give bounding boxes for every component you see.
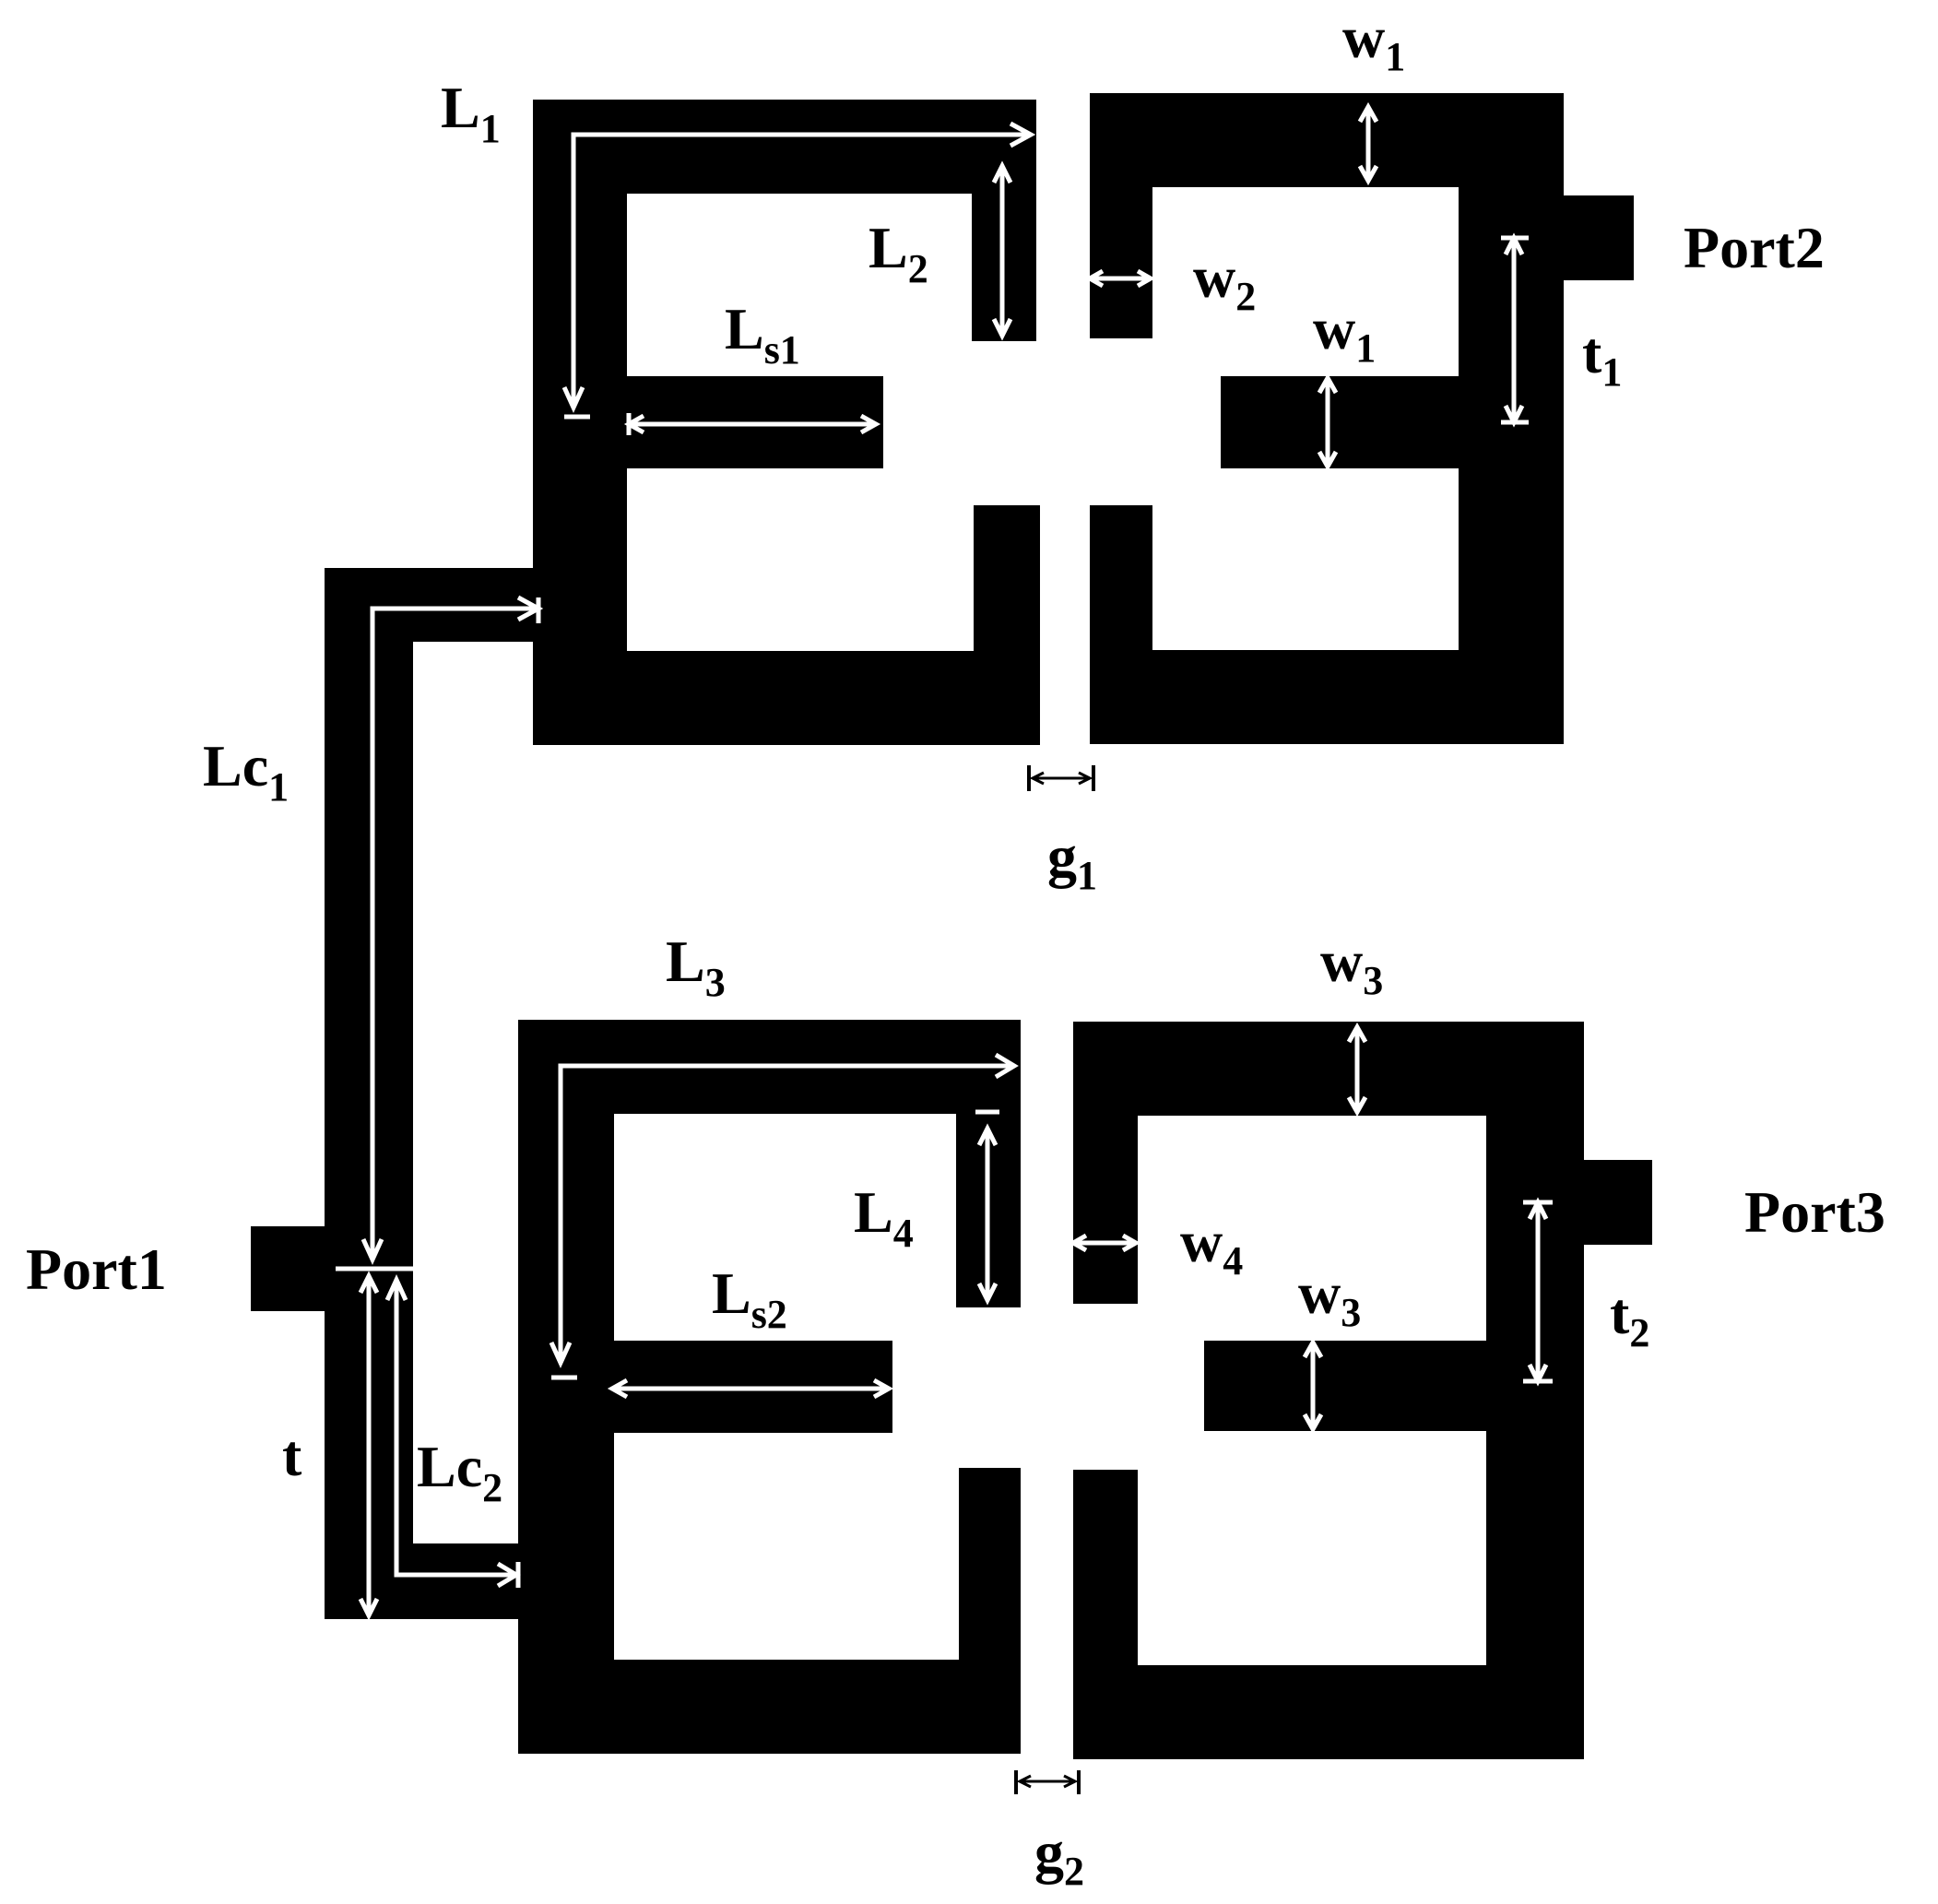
dimension-lc2 — [384, 1273, 521, 1589]
label-l3: L3 — [666, 928, 726, 1005]
dimension-l4 — [975, 1109, 999, 1306]
upper-left-bottom-arm — [533, 651, 1040, 745]
label-w1-mid: w1 — [1313, 296, 1376, 371]
label-l1: L1 — [441, 75, 501, 151]
dimension-w4 — [1068, 1233, 1141, 1253]
port1-feed — [251, 1226, 328, 1311]
dimension-l1 — [561, 121, 1036, 420]
label-port3: Port3 — [1744, 1179, 1885, 1245]
dimension-l3 — [549, 1052, 1019, 1380]
dimension-l2 — [991, 160, 1013, 341]
dimension-w1-top — [1357, 101, 1379, 186]
lower-right-resonator — [1073, 1022, 1652, 1759]
label-g1: g1 — [1047, 823, 1097, 898]
label-w1-top: w1 — [1342, 5, 1405, 79]
lower-right-right-arm — [1486, 1022, 1584, 1759]
dimension-w3-top — [1346, 1022, 1368, 1118]
upper-right-resonator — [1090, 93, 1634, 744]
lower-right-top-stub — [1073, 1022, 1138, 1304]
label-t2: t2 — [1610, 1281, 1649, 1355]
lower-left-left-arm — [518, 1020, 614, 1754]
label-lc1: Lc1 — [203, 733, 289, 810]
dimension-w2 — [1084, 268, 1156, 289]
dimension-g1 — [1027, 765, 1095, 791]
label-lc2: Lc2 — [417, 1434, 502, 1510]
upper-right-top-stub — [1090, 93, 1152, 338]
label-g2: g2 — [1034, 1819, 1084, 1894]
label-port2: Port2 — [1684, 215, 1825, 280]
label-w4: w4 — [1180, 1209, 1243, 1283]
upper-left-left-arm — [533, 100, 627, 745]
dimension-t1 — [1501, 232, 1529, 428]
dimension-lc1 — [360, 595, 544, 1266]
dimension-t2 — [1523, 1197, 1553, 1387]
feed-lower-horizontal — [325, 1543, 520, 1619]
label-t: t — [282, 1423, 302, 1488]
upper-right-bottom-stub — [1090, 505, 1152, 744]
dimension-ls2 — [607, 1378, 894, 1400]
lower-left-bottom-stub — [959, 1468, 1021, 1754]
port2-feed — [1562, 195, 1634, 280]
label-w3-top: w3 — [1320, 928, 1383, 1003]
lower-right-inner-stub — [1204, 1341, 1488, 1431]
dimension-ls1 — [623, 413, 881, 435]
label-port1: Port1 — [26, 1236, 167, 1302]
label-w3-mid: w3 — [1298, 1260, 1361, 1335]
lower-left-bottom-arm — [518, 1660, 1021, 1754]
upper-left-bottom-stub — [974, 505, 1040, 745]
label-ls1: Ls1 — [725, 296, 800, 373]
label-w2: w2 — [1193, 244, 1256, 319]
port3-feed — [1582, 1160, 1652, 1245]
dimension-g2 — [1014, 1770, 1081, 1794]
label-t1: t1 — [1582, 320, 1622, 395]
label-ls2: Ls2 — [712, 1260, 787, 1337]
dimension-t — [336, 1266, 413, 1621]
dimension-w3-mid — [1302, 1337, 1324, 1435]
lower-right-bottom-arm — [1073, 1665, 1584, 1759]
upper-right-inner-stub — [1221, 376, 1460, 468]
dimension-w1-mid — [1317, 373, 1339, 472]
lower-right-bottom-stub — [1073, 1470, 1138, 1759]
label-l2: L2 — [869, 215, 928, 291]
upper-right-bottom-arm — [1090, 650, 1564, 744]
label-l4: L4 — [854, 1179, 914, 1256]
